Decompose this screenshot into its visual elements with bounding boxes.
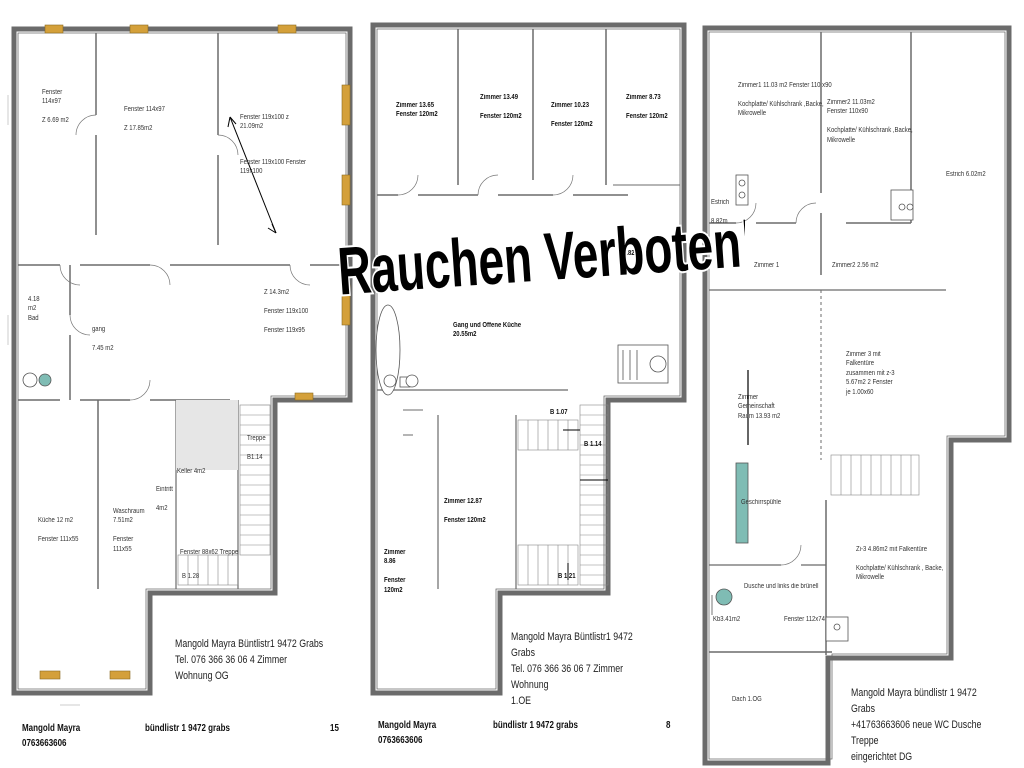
room-label-zimmer-8-73: Zimmer 8.73 Fenster 120m2 — [626, 94, 668, 120]
floor-plan-dg-drawing — [702, 25, 1012, 766]
room-label-waschraum: Waschraum 7.51m2 Fenster 111x55 — [113, 508, 145, 553]
window-label-fenster112: Fenster 112x74 — [784, 616, 825, 623]
stair-label-b128: B 1.28 — [182, 573, 200, 580]
room-label-keller: Keller 4m2 — [177, 468, 206, 475]
room-label-zimmer1: Zimmer 1 — [754, 262, 780, 269]
room-label-fenster-a: Fenster 114x97 Z 6.69 m2 — [42, 89, 69, 125]
room-label-gang: gang 7.45 m2 — [92, 326, 114, 352]
room-label-zimmer1-top: Zimmer1 11.03 m2 Fenster 110 x90 Kochpla… — [738, 82, 832, 118]
floor-plan-dg: Zimmer1 11.03 m2 Fenster 110 x90 Kochpla… — [696, 15, 1024, 768]
page-number-1oe: 8 — [666, 720, 671, 731]
room-label-zimmer-12-87: Zimmer 12.87 Fenster 120m2 — [444, 498, 486, 524]
footer-name-1oe: Mangold Mayra 0763663606 — [378, 720, 437, 746]
page-number-og: 15 — [330, 723, 339, 734]
room-label-fenster-d: Fenster 119x100 Fenster 119x100 — [240, 159, 307, 176]
room-label-bad: 4.18 m2 Bad — [28, 296, 40, 322]
room-label-zimmer2: Zimmer2 2.56 m2 — [832, 262, 879, 269]
room-label-z14: Z 14.3m2 Fenster 119x100 Fenster 119x95 — [264, 289, 309, 334]
fixture-label-geschirr: Geschirrspühle — [741, 499, 782, 506]
room-label-zimmer-13-65: Zimmer 13.65 Fenster 120m2 — [396, 102, 438, 119]
floor-plan-og: Fenster 114x97 Z 6.69 m2 Fenster 114x97 … — [0, 15, 362, 768]
stair-label-fenster-treppe: Fenster 88x62 Treppe — [180, 549, 239, 556]
floor-plan-1oe-drawing — [370, 22, 687, 696]
room-label-zimmer2-top: Zimmer2 11.03m2 Fenster 110x90 Kochplatt… — [827, 99, 913, 144]
room-label-gemeinschaft: Zimmer Gemeinschaft Raum 13.93 m2 — [738, 394, 781, 420]
stair-label-b121: B 1.21 — [558, 573, 576, 580]
room-label-estrich-left: Estrich 8.82m — [711, 199, 730, 225]
room-label-estrich-right: Estrich 6.02m2 — [946, 171, 986, 178]
room-label-eintritt: Eintritt 4m2 — [156, 486, 173, 512]
owner-info-dg: Mangold Mayra bündlistr 1 9472 Grabs +41… — [851, 687, 982, 763]
fixture-label-dusche: Dusche und links die brünell — [744, 583, 819, 590]
room-label-kueche: Küche 0.82 — [623, 241, 642, 258]
room-label-zimmer-13-49: Zimmer 13.49 Fenster 120m2 — [480, 94, 522, 120]
floor-plan-1oe: Zimmer 13.65 Fenster 120m2 Zimmer 13.49 … — [368, 15, 690, 768]
room-label-kb: Kb3.41m2 — [713, 616, 741, 623]
stair-label-b114: B 1.14 — [584, 441, 602, 448]
room-label-zimmer-10-23: Zimmer 10.23 Fenster 120m2 — [551, 102, 593, 128]
room-label-zimmer-8-86: Zimmer 8.86 Fenster 120m2 — [384, 549, 406, 594]
room-label-fenster-c: Fenster 119x100 z 21.09m2 — [240, 114, 289, 131]
owner-info-1oe: Mangold Mayra Büntlistr1 9472 Grabs Tel.… — [511, 631, 633, 707]
room-label-zimmer3: Zimmer 3 mit Falkentüre zusammen mit z-3… — [846, 351, 895, 396]
footer-name-og: Mangold Mayra 0763663606 — [22, 723, 81, 749]
room-label-kueche: Küche 12 m2 Fenster 111x55 — [38, 517, 79, 543]
footer-address-1oe: bündlistr 1 9472 grabs — [493, 720, 578, 731]
room-label-gang-kueche: Gang und Offene Küche 20.55m2 — [453, 322, 522, 339]
floor-plan-og-drawing — [7, 24, 353, 706]
room-label-fenster-b: Fenster 114x97 Z 17.85m2 — [124, 106, 165, 132]
stair-label-treppe: Treppe B1.14 — [247, 435, 266, 461]
stair-label-b107: B 1.07 — [550, 409, 568, 416]
owner-info-og: Mangold Mayra Büntlistr1 9472 Grabs Tel.… — [175, 638, 324, 682]
room-label-zi3-falkentuere: Zi-3 4.86m2 mit Falkentüre Kochplatte/ K… — [856, 546, 944, 582]
footer-address-og: bündlistr 1 9472 grabs — [145, 723, 230, 734]
room-label-dach: Dach 1.OG — [732, 696, 762, 703]
